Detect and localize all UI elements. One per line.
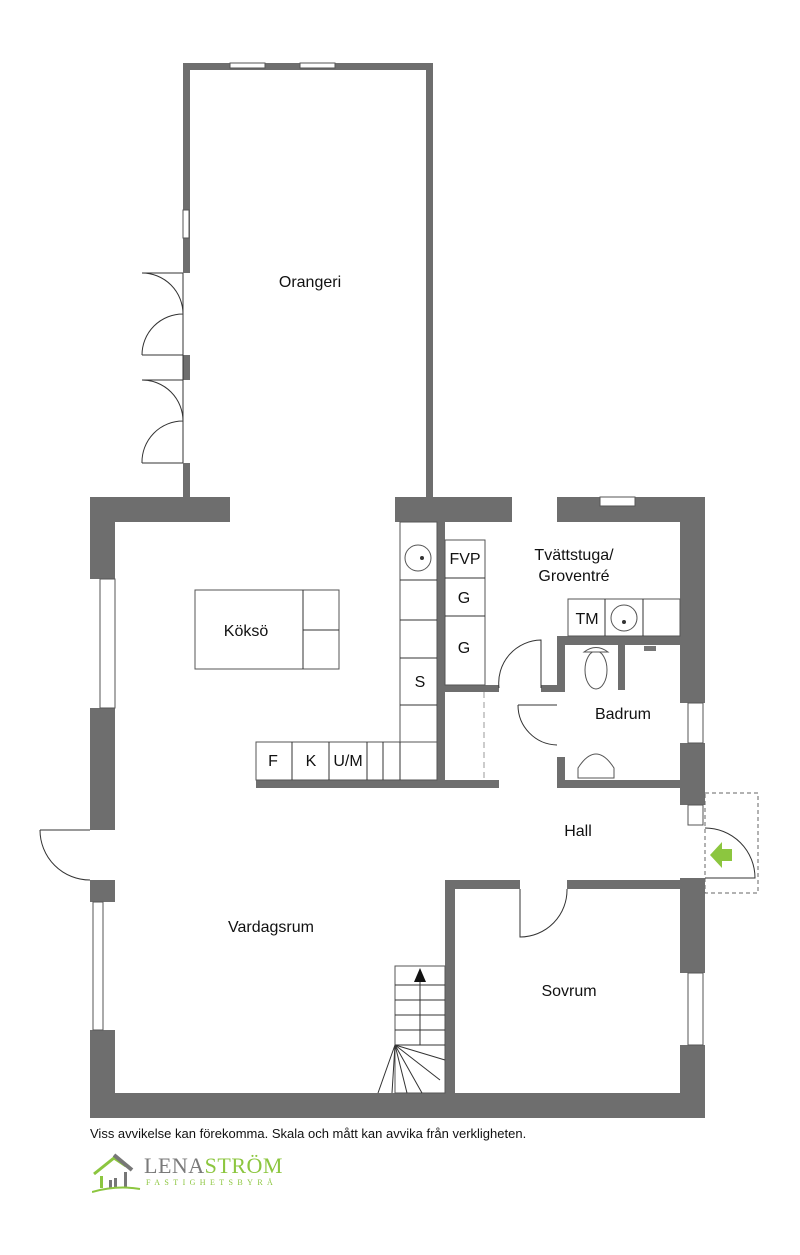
kitchen-sink-icon: [404, 544, 432, 572]
living-room-door: [39, 829, 91, 881]
disclaimer: Viss avvikelse kan förekomma. Skala och …: [90, 1126, 527, 1141]
toilet-icon: [584, 650, 608, 690]
room-label-groventre: Groventré: [538, 568, 609, 585]
room-label-hall: Hall: [564, 823, 592, 840]
entrance-arrow-icon: [710, 842, 732, 868]
outer-walls: [90, 496, 705, 1118]
fixture-label-f: F: [268, 753, 278, 770]
orangeri-walls: [182, 62, 433, 498]
logo-subtitle: FASTIGHETSBYRÅ: [146, 1178, 278, 1187]
fixture-label-g: G: [458, 590, 470, 607]
room-label-sovrum: Sovrum: [541, 983, 596, 1000]
logo-name: LENASTRÖM: [144, 1153, 283, 1178]
room-label-kokso: Köksö: [224, 623, 269, 640]
fixture-label-fvp: FVP: [449, 551, 480, 568]
room-label-tvattstuga: Tvättstuga/: [534, 547, 614, 564]
stair-direction-arrow-icon: [414, 968, 426, 982]
fixture-label-s: S: [415, 674, 426, 691]
entrance: [704, 792, 759, 894]
interior-walls: [256, 522, 705, 1118]
room-label-vardagsrum: Vardagsrum: [228, 919, 314, 936]
interior-doors: [498, 639, 568, 938]
orangeri-doors: [141, 272, 184, 464]
washbasin-icon: [577, 753, 615, 779]
fixture-label-k: K: [306, 753, 317, 770]
room-label-orangeri: Orangeri: [279, 274, 341, 291]
bathroom-fixtures: [577, 646, 656, 779]
laundry-sink-icon: [610, 604, 638, 632]
fixture-label-tm: TM: [575, 611, 598, 628]
fixture-label-g: G: [458, 640, 470, 657]
room-label-badrum: Badrum: [595, 706, 651, 723]
logo: LENASTRÖM FASTIGHETSBYRÅ: [92, 1152, 302, 1194]
house-logo-icon: [92, 1153, 141, 1193]
fixture-label-um: U/M: [333, 753, 362, 770]
laundry-counter: [567, 598, 681, 637]
staircase: [377, 965, 446, 1094]
kitchen-counters: [194, 521, 486, 781]
